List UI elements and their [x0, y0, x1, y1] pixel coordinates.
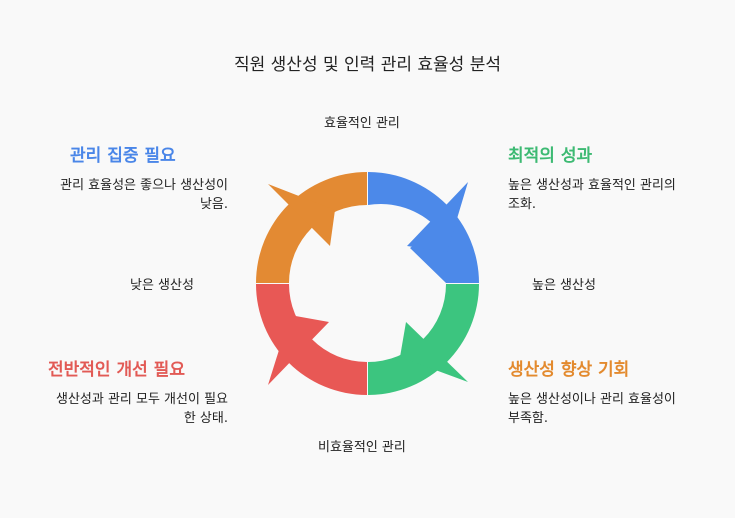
- cycle-arrow-bottom-right: [400, 322, 468, 382]
- axis-label-left: 낮은 생산성: [130, 278, 194, 293]
- quadrant-desc-line: 부족함.: [508, 411, 549, 426]
- cycle-segment-top-right: [368, 172, 479, 283]
- axis-label-bottom: 비효율적인 관리: [318, 440, 406, 455]
- quadrant-desc-top-right: 높은 생산성과 효율적인 관리의 조화.: [508, 176, 676, 214]
- cycle-arrow-top-left: [268, 184, 335, 246]
- cycle-arrow-top-right: [407, 182, 468, 252]
- axis-label-top: 효율적인 관리: [324, 116, 400, 131]
- quadrant-title-top-left: 관리 집중 필요: [70, 146, 176, 166]
- quadrant-desc-line: 관리 효율성은 좋으나 생산성이: [60, 178, 228, 193]
- quadrant-desc-line: 낮음.: [199, 197, 228, 212]
- quadrant-desc-top-left: 관리 효율성은 좋으나 생산성이 낮음.: [60, 176, 228, 214]
- cycle-arrow-bottom-left: [268, 315, 329, 385]
- quadrant-desc-line: 한 상태.: [183, 411, 228, 426]
- quadrant-desc-line: 생산성과 관리 모두 개선이 필요: [55, 392, 228, 407]
- quadrant-title-top-right: 최적의 성과: [508, 146, 593, 166]
- quadrant-desc-line: 높은 생산성이나 관리 효율성이: [508, 392, 676, 407]
- quadrant-desc-line: 조화.: [508, 197, 537, 212]
- quadrant-desc-line: 높은 생산성과 효율적인 관리의: [508, 178, 676, 193]
- quadrant-title-bottom-right: 생산성 향상 기회: [508, 360, 630, 380]
- axis-label-right: 높은 생산성: [532, 278, 596, 293]
- quadrant-title-bottom-left: 전반적인 개선 필요: [48, 360, 185, 380]
- diagram-title: 직원 생산성 및 인력 관리 효율성 분석: [233, 55, 502, 75]
- quadrant-desc-bottom-right: 높은 생산성이나 관리 효율성이 부족함.: [508, 390, 676, 428]
- quadrant-desc-bottom-left: 생산성과 관리 모두 개선이 필요 한 상태.: [56, 390, 228, 428]
